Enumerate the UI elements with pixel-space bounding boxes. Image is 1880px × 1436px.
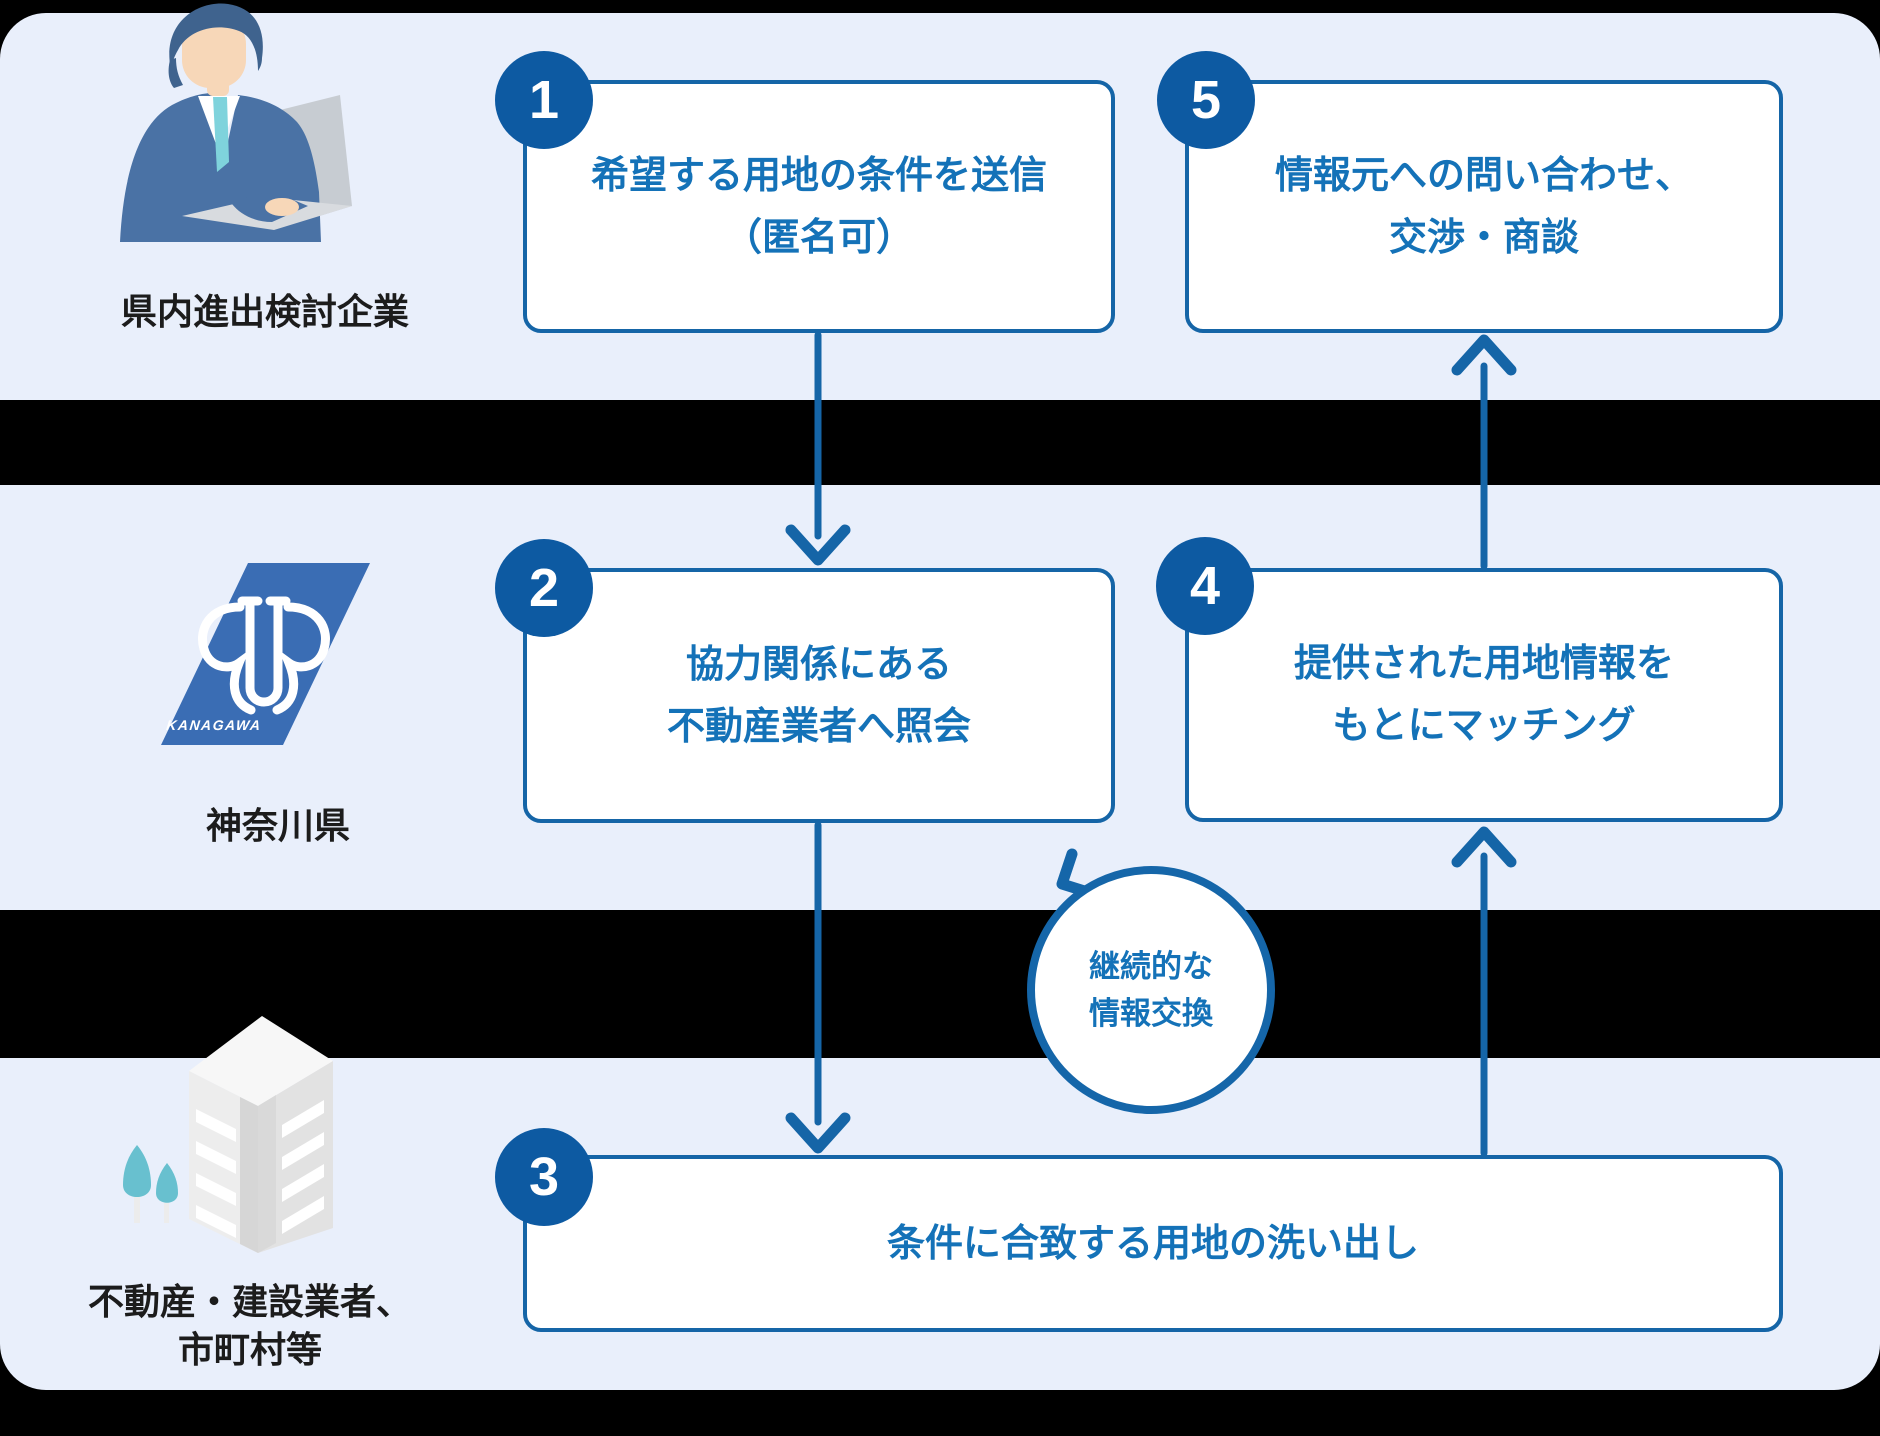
step-badge-5-number: 5 (1190, 70, 1222, 130)
row-separator-top (0, 400, 1880, 485)
step-4-text-line2: もとにマッチング (1332, 705, 1636, 747)
step-2-text-line2: 不動産業者へ照会 (666, 705, 971, 748)
arrow-down-1-icon (785, 331, 851, 566)
step-4-text-line1: 提供された用地情報を (1293, 643, 1674, 685)
actor-label-suppliers: 不動産・建設業者、 市町村等 (25, 1278, 475, 1374)
actor-label-prefecture: 神奈川県 (205, 805, 350, 846)
step-box-4: 提供された用地情報を もとにマッチング (1185, 568, 1783, 822)
actor-label-company: 県内進出検討企業 (120, 291, 409, 332)
step-1-text-line2: （匿名可） (723, 216, 914, 259)
businessperson-icon (120, 3, 352, 242)
step-badge-5: 5 (1157, 51, 1255, 149)
step-badge-3-number: 3 (528, 1147, 560, 1207)
step-badge-4-number: 4 (1189, 556, 1221, 616)
step-badge-1: 1 (495, 51, 593, 149)
trees-icon (123, 1145, 178, 1223)
actor-label-suppliers-line1: 不動産・建設業者、 (87, 1281, 412, 1322)
arrow-down-2-icon (785, 821, 851, 1154)
step-box-2: 協力関係にある 不動産業者へ照会 (523, 568, 1115, 823)
loop-text-line2: 情報交換 (1089, 996, 1213, 1031)
step-box-1: 希望する用地の条件を送信 （匿名可） (523, 80, 1115, 333)
step-badge-4: 4 (1156, 537, 1254, 635)
step-3-text-line1: 条件に合致する用地の洗い出し (886, 1222, 1419, 1265)
arrow-up-4-icon (1451, 334, 1517, 570)
loop-text-line1: 継続的な (1089, 949, 1213, 984)
step-badge-1-number: 1 (528, 70, 560, 130)
step-5-text-line1: 情報元への問い合わせ、 (1274, 154, 1693, 197)
step-1-text-line1: 希望する用地の条件を送信 (590, 154, 1047, 197)
step-box-3: 条件に合致する用地の洗い出し (523, 1155, 1783, 1332)
bottom-margin-strip (0, 1390, 1880, 1436)
step-badge-2: 2 (495, 539, 593, 637)
step-box-5: 情報元への問い合わせ、 交渉・商談 (1185, 80, 1783, 333)
step-badge-3: 3 (495, 1128, 593, 1226)
continuous-exchange-circle: 継続的な 情報交換 (1027, 866, 1275, 1114)
arrow-up-3-icon (1451, 826, 1517, 1157)
office-building-icon (189, 1016, 333, 1253)
step-5-text-line2: 交渉・商談 (1388, 216, 1579, 259)
kanagawa-logo-icon (161, 563, 370, 745)
step-badge-2-number: 2 (528, 558, 560, 618)
step-2-text-line1: 協力関係にある (685, 643, 952, 686)
row-separator-bottom (0, 910, 1880, 1058)
kanagawa-logo-caption: KANAGAWA (165, 717, 263, 733)
actor-label-suppliers-line2: 市町村等 (177, 1329, 322, 1370)
